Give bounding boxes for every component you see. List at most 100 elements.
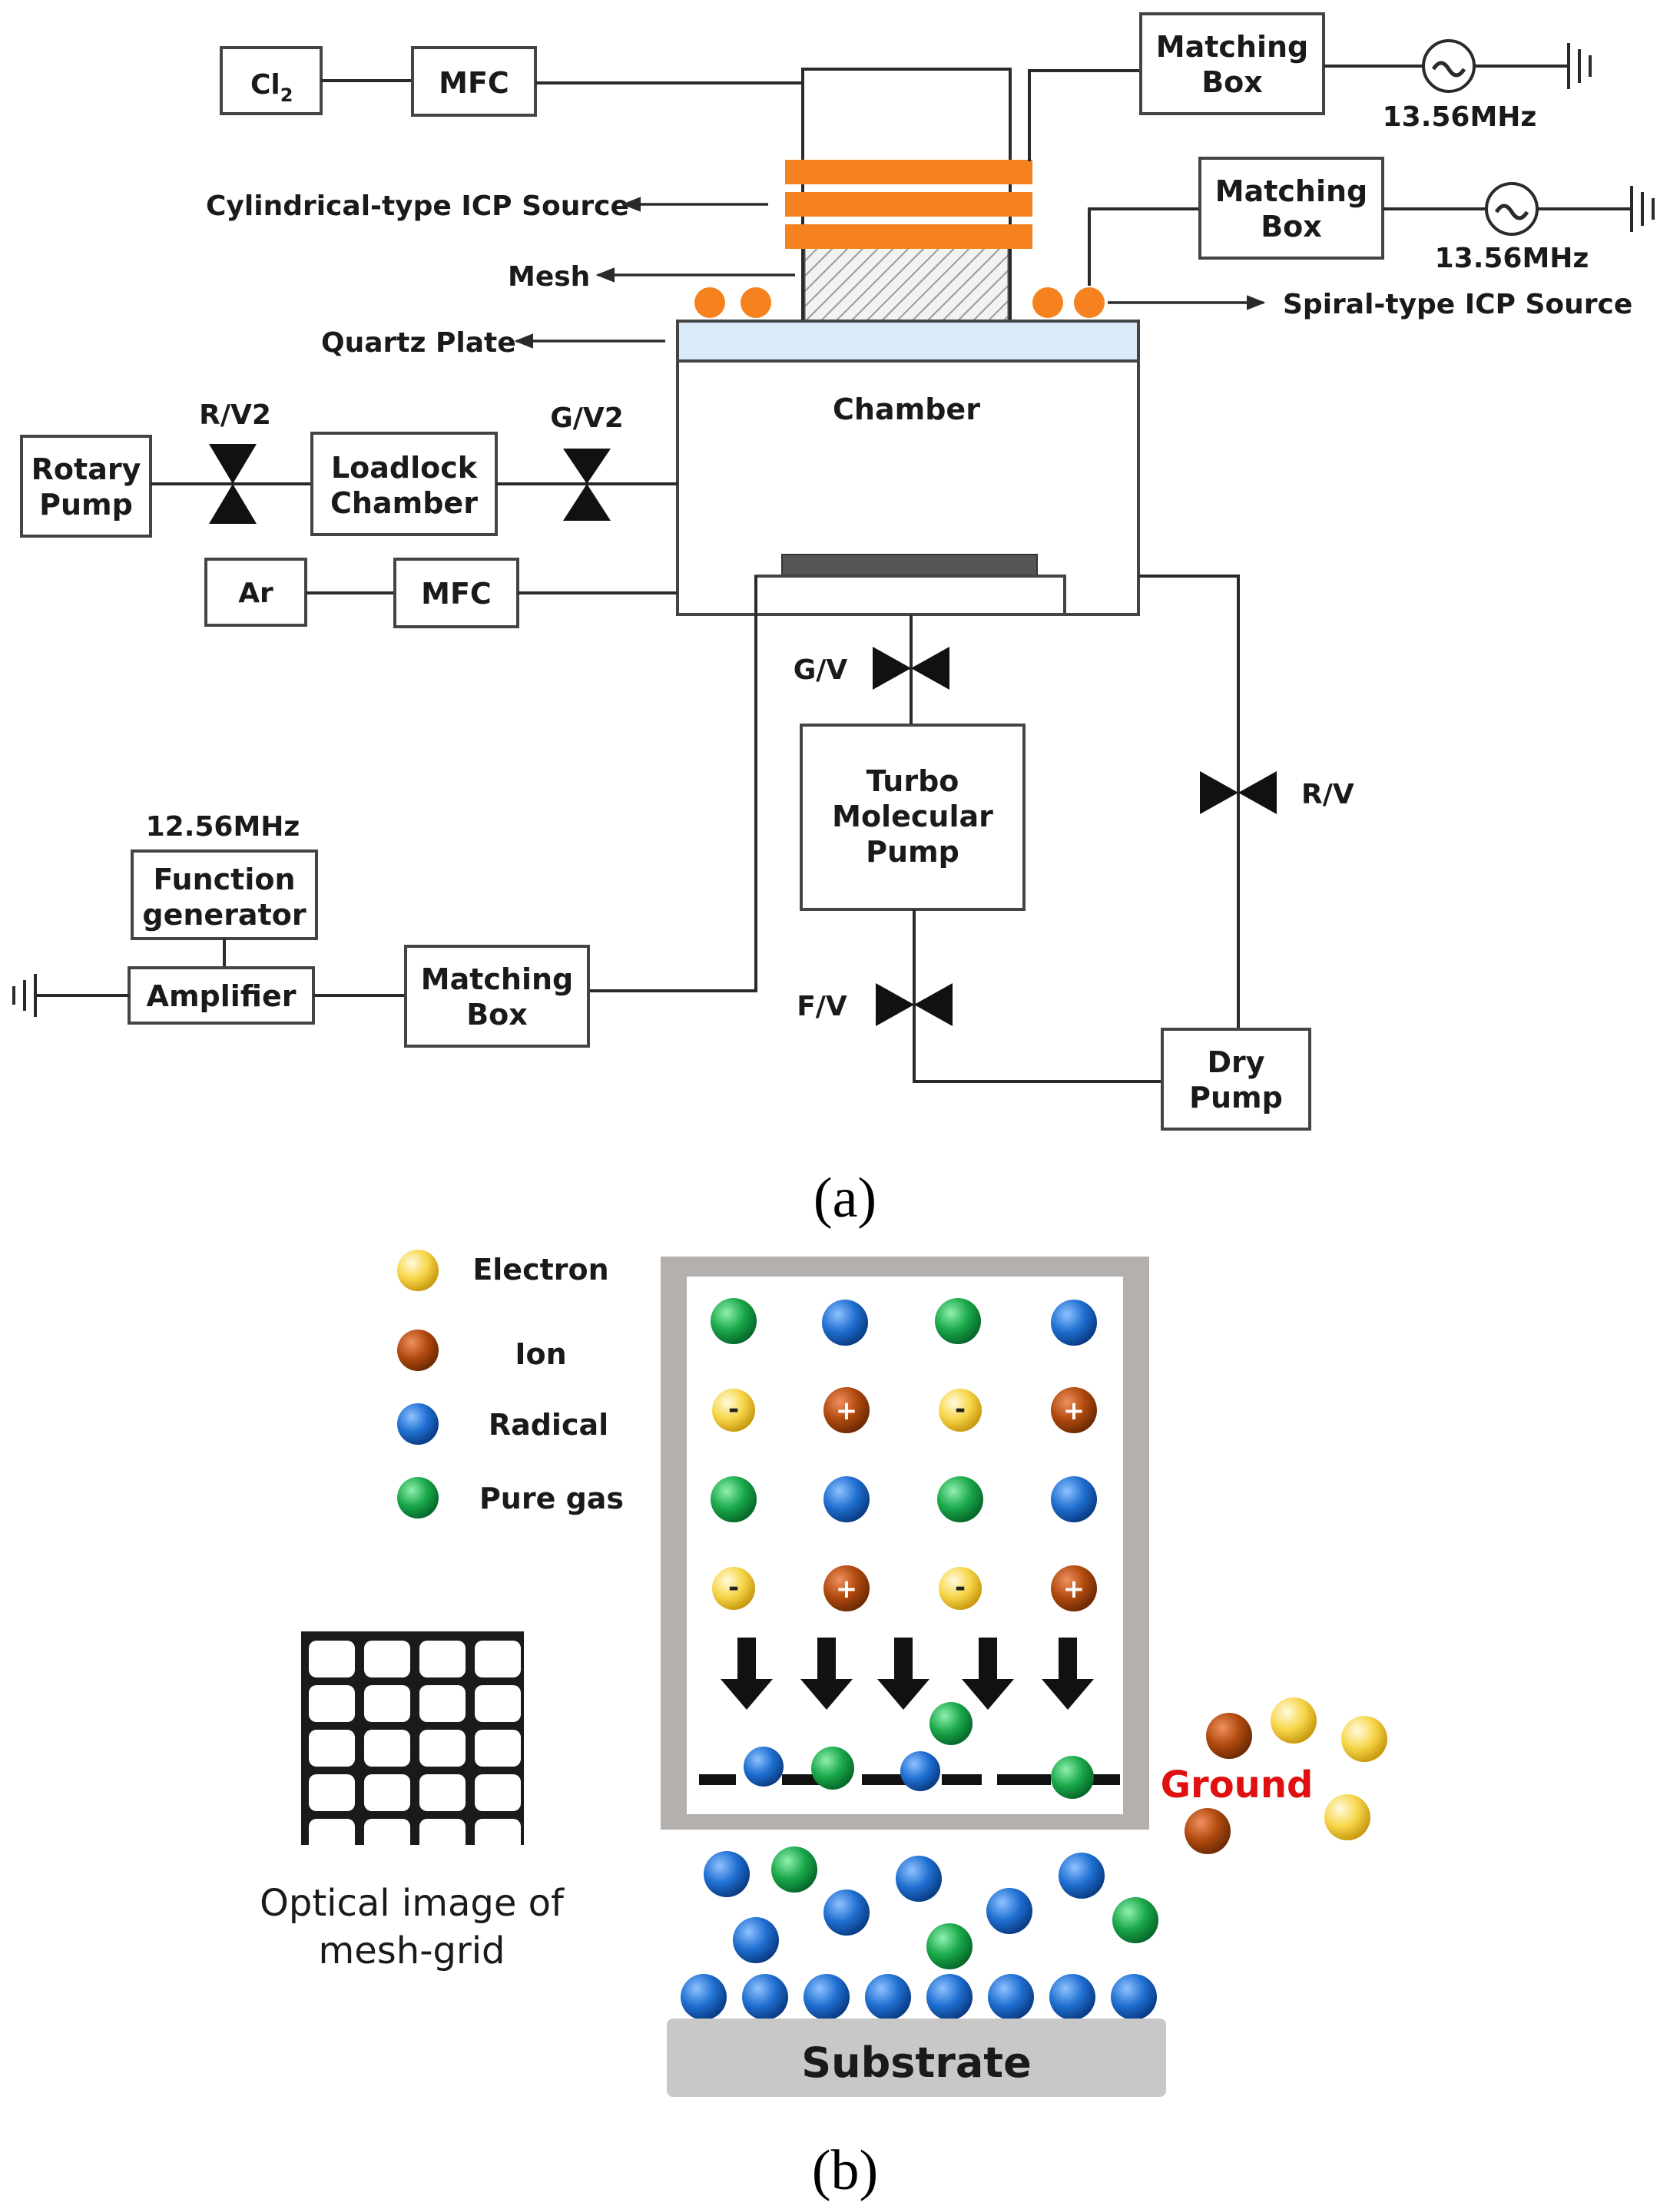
matching-box-3-line2: Box xyxy=(466,998,528,1032)
mesh-cell xyxy=(419,1730,466,1767)
function-generator-line2: generator xyxy=(142,898,306,932)
mesh-label: Mesh xyxy=(508,261,590,293)
icp-coil-1 xyxy=(785,160,1032,184)
mesh-cell xyxy=(309,1730,355,1767)
ion-sign-4: + xyxy=(1063,1574,1085,1605)
rotary-pump-box xyxy=(20,435,152,538)
mesh-grid-image xyxy=(301,1631,524,1856)
mesh-cell xyxy=(364,1730,410,1767)
quartz-plate xyxy=(676,320,1140,363)
icp-coil-2 xyxy=(785,192,1032,217)
chamber-label: Chamber xyxy=(833,392,980,426)
substrate-holder-plate xyxy=(781,554,1038,577)
ground-2-icon xyxy=(1630,186,1655,232)
spiral-coil-dot-3 xyxy=(1032,287,1063,318)
mfc-ar-box xyxy=(393,558,519,628)
electron-sign-2: - xyxy=(955,1394,966,1425)
panel-b: Electron Ion Radical Pure gas Optical im… xyxy=(260,1250,1387,2202)
electron-sign-4: - xyxy=(955,1572,966,1603)
mesh-cell xyxy=(419,1641,466,1677)
legend-pure-gas-icon xyxy=(397,1477,439,1518)
panel-a: Cl2 MFC Matching Box 13.56MHz Cylindrica… xyxy=(12,12,1655,1230)
caption-a: (a) xyxy=(813,1167,876,1230)
electron-sign-3: - xyxy=(728,1572,739,1603)
mesh-cell xyxy=(364,1774,410,1811)
dry-pump-line1: Dry xyxy=(1207,1045,1264,1079)
fv-valve-icon xyxy=(876,983,953,1026)
legend-radical-icon xyxy=(397,1403,439,1445)
spiral-icp-label: Spiral-type ICP Source xyxy=(1283,289,1632,320)
rotary-pump-line2: Pump xyxy=(39,488,133,522)
gv2-valve-icon xyxy=(563,449,611,521)
substrate-block xyxy=(667,2019,1166,2097)
cl2-label: Cl2 xyxy=(250,69,293,106)
matching-box-3 xyxy=(404,945,590,1048)
downstream-particles xyxy=(681,1846,1158,2020)
flow-arrows xyxy=(721,1638,1094,1710)
mesh-cell xyxy=(419,1774,466,1811)
dry-pump-box xyxy=(1161,1028,1311,1131)
matching-box-1 xyxy=(1139,12,1325,115)
mesh-cell xyxy=(475,1730,521,1767)
legend-ion-label: Ion xyxy=(515,1337,566,1371)
ion-sign-1: + xyxy=(836,1396,858,1426)
plasma-region xyxy=(687,1277,1123,1814)
turbo-line2: Molecular xyxy=(832,800,993,833)
ground-label: Ground xyxy=(1161,1764,1314,1807)
particle-signs: - + - + - + - + xyxy=(728,1394,1085,1605)
matching-box-2-line1: Matching xyxy=(1215,174,1367,208)
rotary-pump-line1: Rotary xyxy=(31,452,141,486)
mesh-cell xyxy=(419,1685,466,1722)
mesh-cell xyxy=(309,1774,355,1811)
matching-box-1-line1: Matching xyxy=(1156,30,1308,64)
gv2-label: G/V2 xyxy=(550,402,624,434)
cl2-box xyxy=(220,46,323,115)
turbo-line3: Pump xyxy=(866,835,959,869)
matching-box-2 xyxy=(1198,157,1384,260)
legend-electron-label: Electron xyxy=(472,1253,608,1287)
mesh-cell xyxy=(475,1774,521,1811)
mfc-top-label: MFC xyxy=(439,66,509,100)
mesh-caption-line2: mesh-grid xyxy=(318,1929,505,1972)
legend-radical-label: Radical xyxy=(489,1408,608,1442)
mfc-ar-label: MFC xyxy=(421,577,492,611)
mesh-caption-line1: Optical image of xyxy=(260,1882,565,1925)
function-generator-line1: Function xyxy=(153,863,295,896)
mesh-cell xyxy=(364,1819,410,1856)
mesh-cell xyxy=(309,1819,355,1856)
ar-label: Ar xyxy=(238,578,273,609)
freq-1-label: 13.56MHz xyxy=(1383,101,1537,133)
cyl-icp-label: Cylindrical-type ICP Source xyxy=(206,190,629,222)
fv-label: F/V xyxy=(797,991,847,1022)
electron-sign-1: - xyxy=(728,1394,739,1425)
rv-valve-icon xyxy=(1200,771,1277,814)
mesh-cell xyxy=(309,1641,355,1677)
spiral-coil-dot-1 xyxy=(694,287,725,318)
plasma-particles xyxy=(711,1298,1097,1611)
ion-sign-2: + xyxy=(1063,1396,1085,1426)
gv-valve-icon xyxy=(873,647,949,690)
turbo-line1: Turbo xyxy=(867,764,959,798)
ground-1-icon xyxy=(1567,43,1592,89)
loadlock-line2: Chamber xyxy=(330,486,478,520)
legend-electron-icon xyxy=(397,1250,439,1291)
function-generator-box xyxy=(131,849,318,940)
legend-pure-gas-label: Pure gas xyxy=(479,1482,624,1515)
loadlock-line1: Loadlock xyxy=(331,451,478,485)
mesh-cell xyxy=(419,1819,466,1856)
ion-sign-3: + xyxy=(836,1574,858,1605)
quartz-label: Quartz Plate xyxy=(321,327,516,359)
mesh-cell xyxy=(475,1819,521,1856)
dry-pump-line2: Pump xyxy=(1189,1081,1283,1114)
mesh-cell xyxy=(475,1641,521,1677)
freq-3-label: 12.56MHz xyxy=(146,811,300,843)
amplifier-label: Amplifier xyxy=(147,979,297,1013)
matching-box-2-line2: Box xyxy=(1261,210,1322,243)
legend-ion-icon xyxy=(397,1330,439,1371)
matching-box-3-line1: Matching xyxy=(421,962,573,996)
mesh-hatch xyxy=(803,244,1010,323)
mesh-cell xyxy=(364,1641,410,1677)
spiral-coil-dot-2 xyxy=(741,287,771,318)
matching-box-1-line2: Box xyxy=(1201,65,1263,99)
mesh-cell xyxy=(309,1685,355,1722)
